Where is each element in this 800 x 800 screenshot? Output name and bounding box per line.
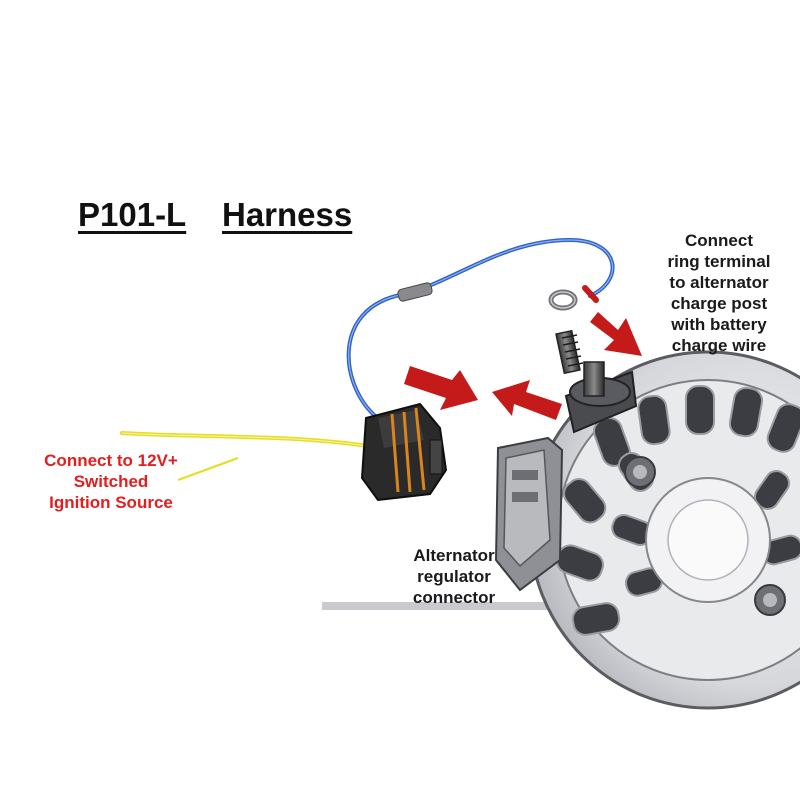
ring-terminal-note-line: Connect [685,231,753,250]
ignition-note-line: Ignition Source [49,493,173,512]
regulator-connector-note: Alternator regulator connector [398,545,510,608]
heat-shrink-sleeve [397,282,433,302]
alternator [528,350,800,710]
harness-connector [360,402,448,502]
ignition-note-line: Switched [73,472,149,491]
arrow-to-charge-post-icon [590,312,642,356]
arrow-to-socket-icon [492,380,562,420]
ignition-leader-line [177,457,239,481]
ring-terminal-note-line: ring terminal [667,252,771,271]
ignition-note-line: Connect to 12V+ [44,451,178,470]
regulator-socket [494,436,564,592]
ring-terminal-note-line: to alternator [669,273,769,292]
ring-terminal [548,285,599,311]
harness-part-number: P101-L [78,196,187,233]
ring-terminal-note-line: with battery [671,315,767,334]
ignition-source-note: Connect to 12V+ Switched Ignition Source [22,450,200,513]
regulator-note-line: connector [412,588,496,607]
charge-post [555,329,638,434]
regulator-note-line: regulator [417,567,491,586]
ring-terminal-note-line: charge wire [671,336,767,355]
regulator-note-line: Alternator [413,546,495,565]
bolt-icon [624,456,786,616]
arrow-to-connector-icon [404,366,478,410]
ring-terminal-note: Connect ring terminal to alternator char… [656,230,782,356]
harness-title: Harness [222,196,353,233]
ring-terminal-note-line: charge post [670,294,768,313]
